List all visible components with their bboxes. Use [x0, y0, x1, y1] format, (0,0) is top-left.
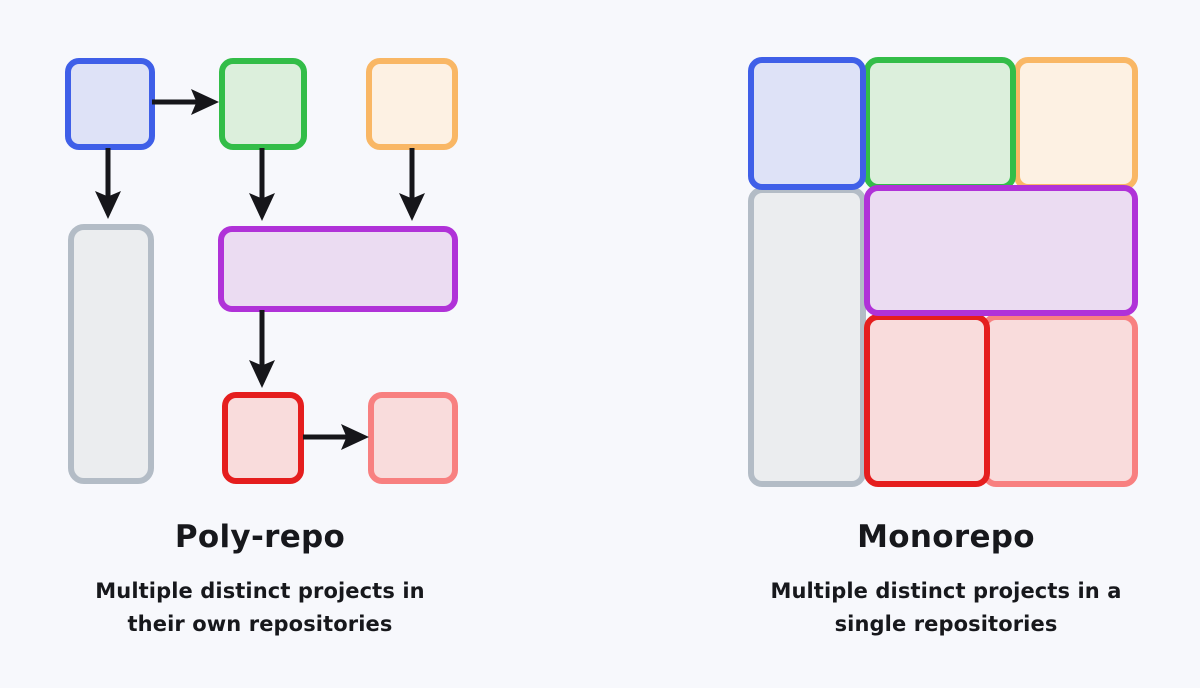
poly-repo-subtitle-line-2: their own repositories: [127, 611, 393, 636]
mono-orange-project-tile: [1014, 57, 1138, 190]
monorepo-title: Monorepo: [857, 519, 1035, 555]
poly-blue-project-box: [65, 58, 155, 150]
poly-repo-caption: Poly-repo Multiple distinct projects in …: [0, 520, 520, 640]
mono-blue-project-tile: [748, 57, 866, 190]
poly-salmon-project-box: [368, 392, 458, 484]
monorepo-subtitle-line-2: single repositories: [834, 611, 1058, 636]
poly-repo-subtitle: Multiple distinct projects in their own …: [0, 575, 520, 640]
monorepo-caption: Monorepo Multiple distinct projects in a…: [686, 520, 1200, 640]
poly-gray-project-box: [68, 224, 154, 484]
mono-gray-project-tile: [748, 187, 866, 487]
poly-repo-title: Poly-repo: [174, 519, 346, 555]
mono-salmon-project-tile: [982, 314, 1138, 487]
mono-green-project-tile: [864, 57, 1016, 190]
monorepo-subtitle: Multiple distinct projects in a single r…: [686, 575, 1200, 640]
poly-red-project-box: [222, 392, 304, 484]
poly-repo-subtitle-line-1: Multiple distinct projects in: [95, 579, 425, 604]
poly-green-project-box: [219, 58, 307, 150]
monorepo-subtitle-line-1: Multiple distinct projects in a: [770, 579, 1122, 604]
poly-orange-project-box: [366, 58, 458, 150]
poly-purple-project-box: [218, 226, 458, 312]
mono-red-project-tile: [864, 314, 990, 487]
mono-purple-project-tile: [864, 185, 1138, 316]
